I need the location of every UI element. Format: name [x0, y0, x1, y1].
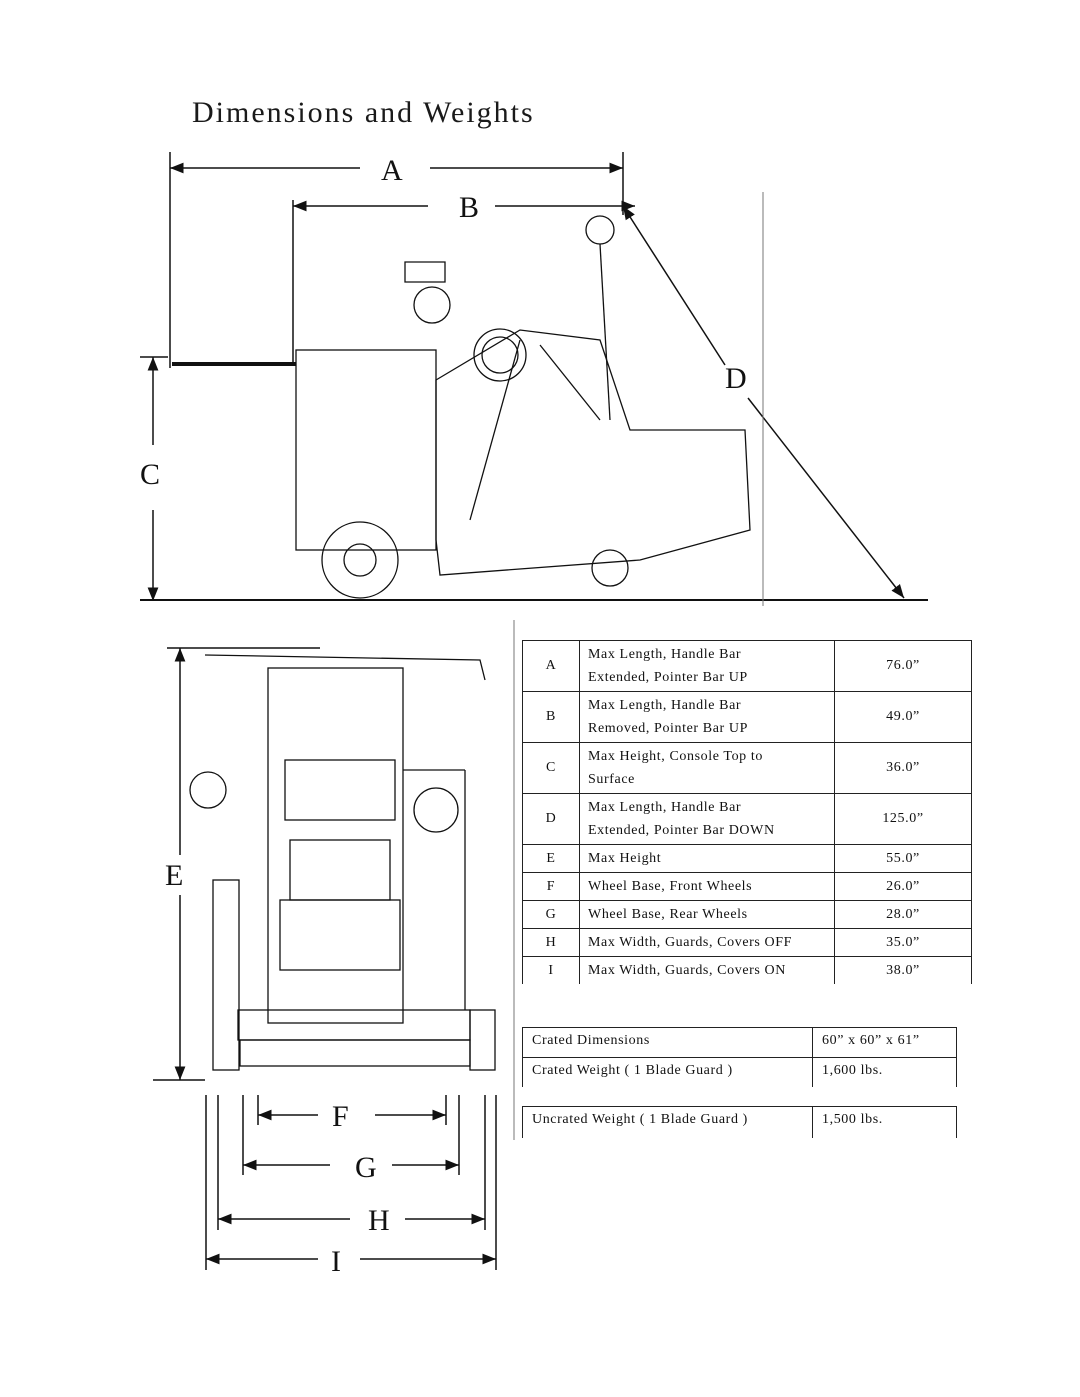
row-value: 125.0”: [834, 793, 972, 845]
dim-label-b: B: [459, 191, 479, 224]
dim-label-f: F: [332, 1100, 349, 1133]
row-description: Wheel Base, Rear Wheels: [579, 900, 835, 929]
table-row: H Max Width, Guards, Covers OFF 35.0”: [522, 928, 972, 957]
crated-weight-value: 1,600 lbs.: [822, 1063, 883, 1078]
table-row: E Max Height 55.0”: [522, 844, 972, 873]
row-description: Wheel Base, Front Wheels: [579, 872, 835, 901]
uncrated-weight-row: Uncrated Weight ( 1 Blade Guard ) 1,500 …: [522, 1106, 957, 1136]
row-letter: G: [522, 900, 580, 929]
row-value: 55.0”: [834, 844, 972, 873]
row-letter: C: [522, 742, 580, 794]
row-letter: H: [522, 928, 580, 957]
row-letter: A: [522, 640, 580, 692]
row-letter: E: [522, 844, 580, 873]
row-value: 49.0”: [834, 691, 972, 743]
row-description: Max Height: [579, 844, 835, 873]
dim-label-d: D: [725, 362, 747, 395]
row-value: 36.0”: [834, 742, 972, 794]
crated-dimensions-label: Crated Dimensions: [532, 1033, 650, 1048]
dim-label-g: G: [355, 1151, 377, 1184]
row-letter: F: [522, 872, 580, 901]
row-value: 35.0”: [834, 928, 972, 957]
row-letter: B: [522, 691, 580, 743]
table-row: I Max Width, Guards, Covers ON 38.0”: [522, 956, 972, 984]
row-letter: I: [522, 956, 580, 984]
row-value: 26.0”: [834, 872, 972, 901]
row-description: Max Width, Guards, Covers OFF: [579, 928, 835, 957]
row-letter: D: [522, 793, 580, 845]
crated-dimensions-row: Crated Dimensions 60” x 60” x 61”: [522, 1027, 957, 1057]
dim-label-c: C: [140, 458, 160, 491]
dim-label-a: A: [381, 154, 403, 187]
crated-box: Crated Dimensions 60” x 60” x 61” Crated…: [522, 1027, 957, 1087]
table-row: G Wheel Base, Rear Wheels 28.0”: [522, 900, 972, 929]
dim-label-e: E: [165, 859, 183, 892]
row-value: 38.0”: [834, 956, 972, 984]
page-title: Dimensions and Weights: [192, 96, 535, 129]
uncrated-weight-value: 1,500 lbs.: [822, 1112, 883, 1127]
crated-dimensions-value: 60” x 60” x 61”: [822, 1033, 920, 1048]
crated-weight-row: Crated Weight ( 1 Blade Guard ) 1,600 lb…: [522, 1057, 957, 1087]
uncrated-weight-label: Uncrated Weight ( 1 Blade Guard ): [532, 1112, 748, 1127]
dim-label-h: H: [368, 1204, 390, 1237]
row-value: 28.0”: [834, 900, 972, 929]
row-description: Max Width, Guards, Covers ON: [579, 956, 835, 984]
dim-label-i: I: [331, 1245, 341, 1278]
crated-weight-label: Crated Weight ( 1 Blade Guard ): [532, 1063, 733, 1078]
table-row: F Wheel Base, Front Wheels 26.0”: [522, 872, 972, 901]
uncrated-box: Uncrated Weight ( 1 Blade Guard ) 1,500 …: [522, 1106, 957, 1138]
row-value: 76.0”: [834, 640, 972, 692]
